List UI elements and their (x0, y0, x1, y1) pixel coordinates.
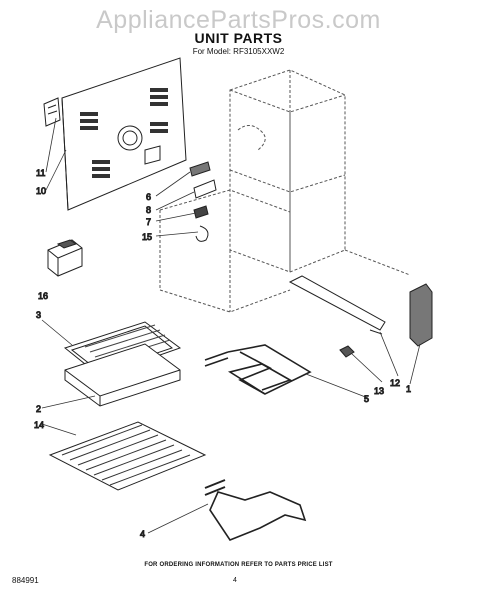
side-rail (288, 275, 433, 347)
callout-3: 3 (36, 310, 41, 320)
callout-16: 16 (38, 291, 48, 301)
page-number: 4 (233, 577, 237, 584)
callout-12: 12 (390, 378, 400, 388)
rail-clip (339, 345, 355, 358)
rear-panel (61, 57, 187, 211)
broil-element (204, 344, 312, 395)
callout-5: 5 (364, 394, 369, 404)
callout-8: 8 (146, 205, 151, 215)
callout-15: 15 (142, 232, 152, 242)
model-line: For Model: RF3105XXW2 (192, 47, 285, 56)
mounting-bracket (193, 179, 217, 199)
bake-element (204, 479, 307, 541)
wire-clip (195, 225, 209, 242)
callout-4: 4 (140, 529, 145, 539)
callout-13: 13 (374, 386, 384, 396)
leader-lines (41, 117, 421, 534)
callout-1: 1 (406, 384, 411, 394)
page-title: UNIT PARTS (194, 30, 283, 46)
document-code: 884991 (12, 576, 39, 585)
oven-cabinet-outline (159, 69, 411, 313)
watermark: AppliancePartsPros.com (96, 6, 381, 34)
ordering-note: FOR ORDERING INFORMATION REFER TO PARTS … (144, 562, 333, 568)
control-box (47, 239, 83, 277)
callout-6: 6 (146, 192, 151, 202)
oven-rack (48, 421, 207, 491)
clip-part (193, 205, 209, 219)
bracket-part (43, 97, 61, 127)
callout-11: 11 (36, 168, 45, 178)
callout-14: 14 (34, 420, 44, 430)
broil-pan (64, 343, 181, 407)
callout-7: 7 (146, 217, 151, 227)
callout-2: 2 (36, 404, 41, 414)
terminal-block (189, 161, 211, 177)
callout-10: 10 (36, 186, 46, 196)
